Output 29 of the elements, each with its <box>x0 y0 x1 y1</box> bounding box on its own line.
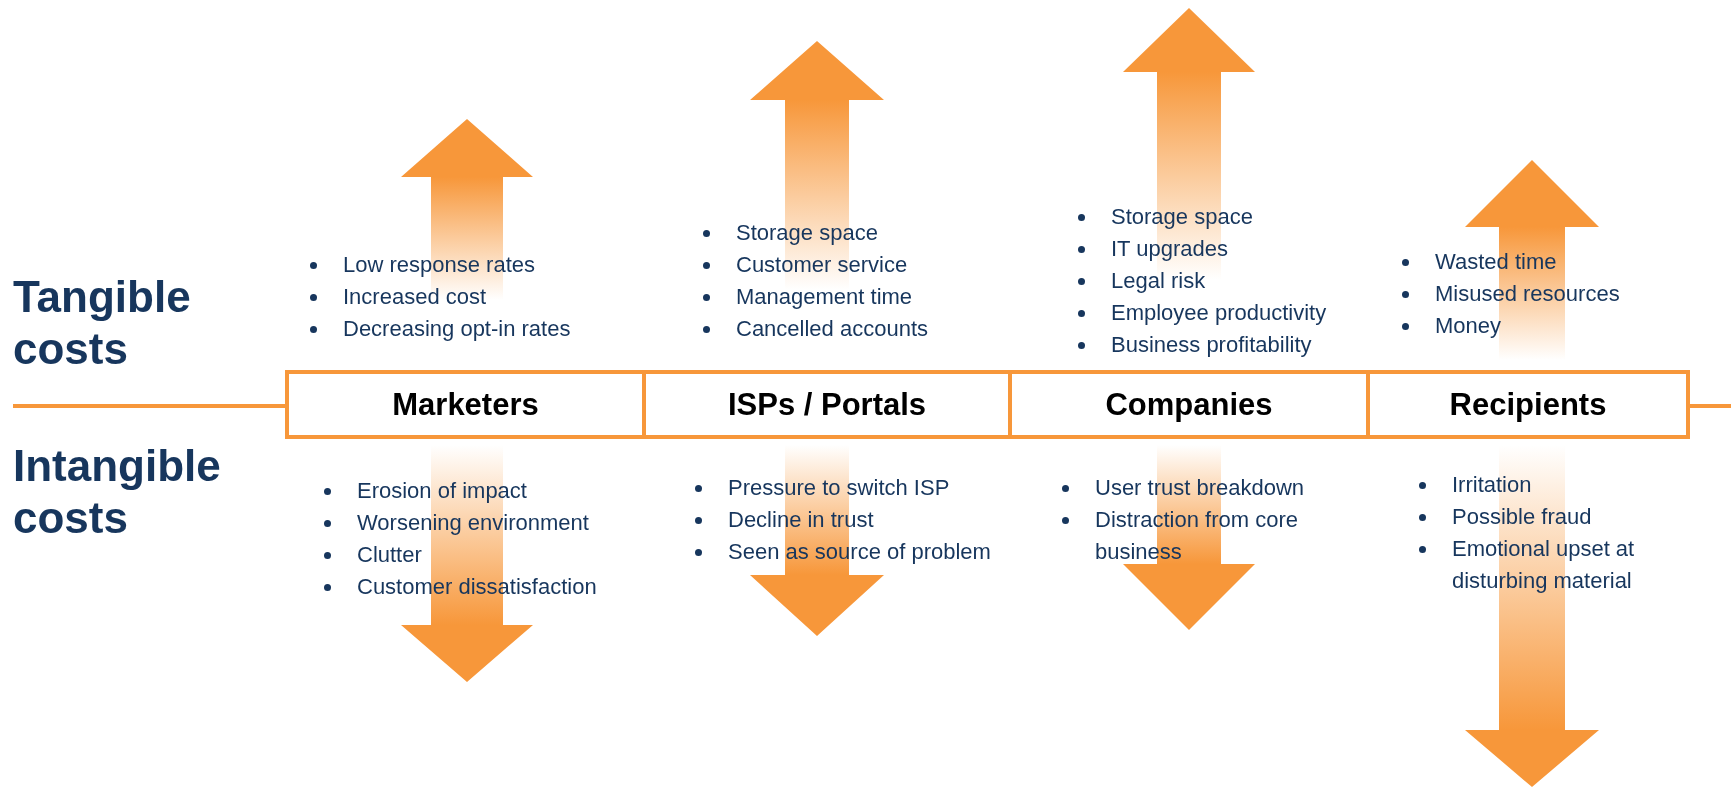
bullet-item: Decline in trust <box>695 504 1025 536</box>
bullet-item: Employee productivity <box>1078 297 1378 329</box>
bullet-item: Clutter <box>324 539 644 571</box>
bullet-item: Management time <box>703 281 983 313</box>
bullet-item: Low response rates <box>310 249 610 281</box>
bullet-item: Storage space <box>1078 201 1378 233</box>
row-heading: Intangible costs <box>13 440 222 544</box>
bullet-item: Increased cost <box>310 281 610 313</box>
bullet-item: Cancelled accounts <box>703 313 983 345</box>
bullet-item: Money <box>1402 310 1692 342</box>
bullet-item: Misused resources <box>1402 278 1692 310</box>
bullet-item: Possible fraud <box>1419 501 1677 533</box>
bullet-item: Customer service <box>703 249 983 281</box>
bullet-item: Erosion of impact <box>324 475 644 507</box>
bullet-item: Pressure to switch ISP <box>695 472 1025 504</box>
stakeholder-name: Companies <box>1105 386 1273 423</box>
bullet-item: Emotional upset at disturbing material <box>1419 533 1677 597</box>
stakeholder-name: Recipients <box>1449 386 1607 423</box>
bullet-item: Worsening environment <box>324 507 644 539</box>
bullet-item: Storage space <box>703 217 983 249</box>
row-heading: Tangible costs <box>13 271 192 375</box>
bullet-item: IT upgrades <box>1078 233 1378 265</box>
bullet-item: Business profitability <box>1078 329 1378 361</box>
stakeholder-name: ISPs / Portals <box>727 386 927 423</box>
stakeholder-name: Marketers <box>392 386 539 423</box>
bullet-item: User trust breakdown <box>1062 472 1350 504</box>
bullet-item: Irritation <box>1419 469 1677 501</box>
bullet-item: Legal risk <box>1078 265 1378 297</box>
bullet-item: Decreasing opt-in rates <box>310 313 610 345</box>
